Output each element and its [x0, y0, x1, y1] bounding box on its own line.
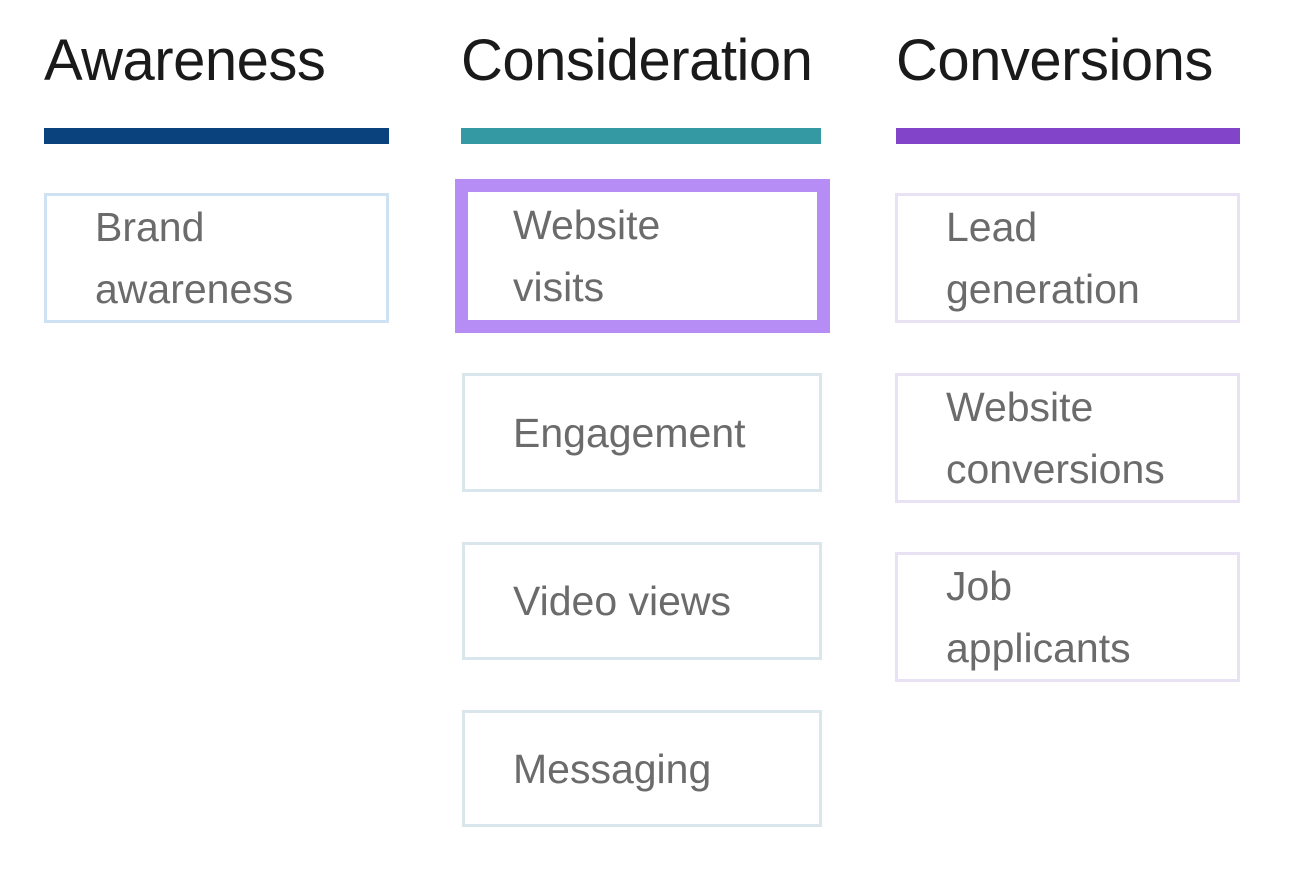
consideration-accent-bar: [461, 128, 821, 144]
objective-card-job-applicants[interactable]: Job applicants: [895, 552, 1240, 682]
objective-card-website-visits[interactable]: Website visits: [455, 179, 830, 333]
objective-card-label: Job applicants: [946, 563, 1131, 671]
awareness-accent-bar: [44, 128, 389, 144]
objective-card-label: Engagement: [513, 409, 746, 456]
objective-card-label: Lead generation: [946, 204, 1140, 312]
objective-card-brand-awareness[interactable]: Brand awareness: [44, 193, 389, 323]
objective-card-video-views[interactable]: Video views: [462, 542, 822, 660]
objective-card-lead-generation[interactable]: Lead generation: [895, 193, 1240, 323]
conversions-accent-bar: [896, 128, 1240, 144]
funnel-stage-heading-consideration: Consideration: [461, 28, 813, 93]
objective-card-engagement[interactable]: Engagement: [462, 373, 822, 492]
objective-card-label: Brand awareness: [95, 204, 294, 312]
objective-card-label: Messaging: [513, 745, 712, 792]
objective-card-messaging[interactable]: Messaging: [462, 710, 822, 827]
objective-card-website-conversions[interactable]: Website conversions: [895, 373, 1240, 503]
objective-card-label: Website conversions: [946, 384, 1165, 492]
objective-card-label: Website visits: [513, 202, 661, 310]
funnel-stage-heading-awareness: Awareness: [44, 28, 326, 93]
objective-card-label: Video views: [513, 578, 732, 624]
funnel-stage-heading-conversions: Conversions: [896, 28, 1213, 93]
